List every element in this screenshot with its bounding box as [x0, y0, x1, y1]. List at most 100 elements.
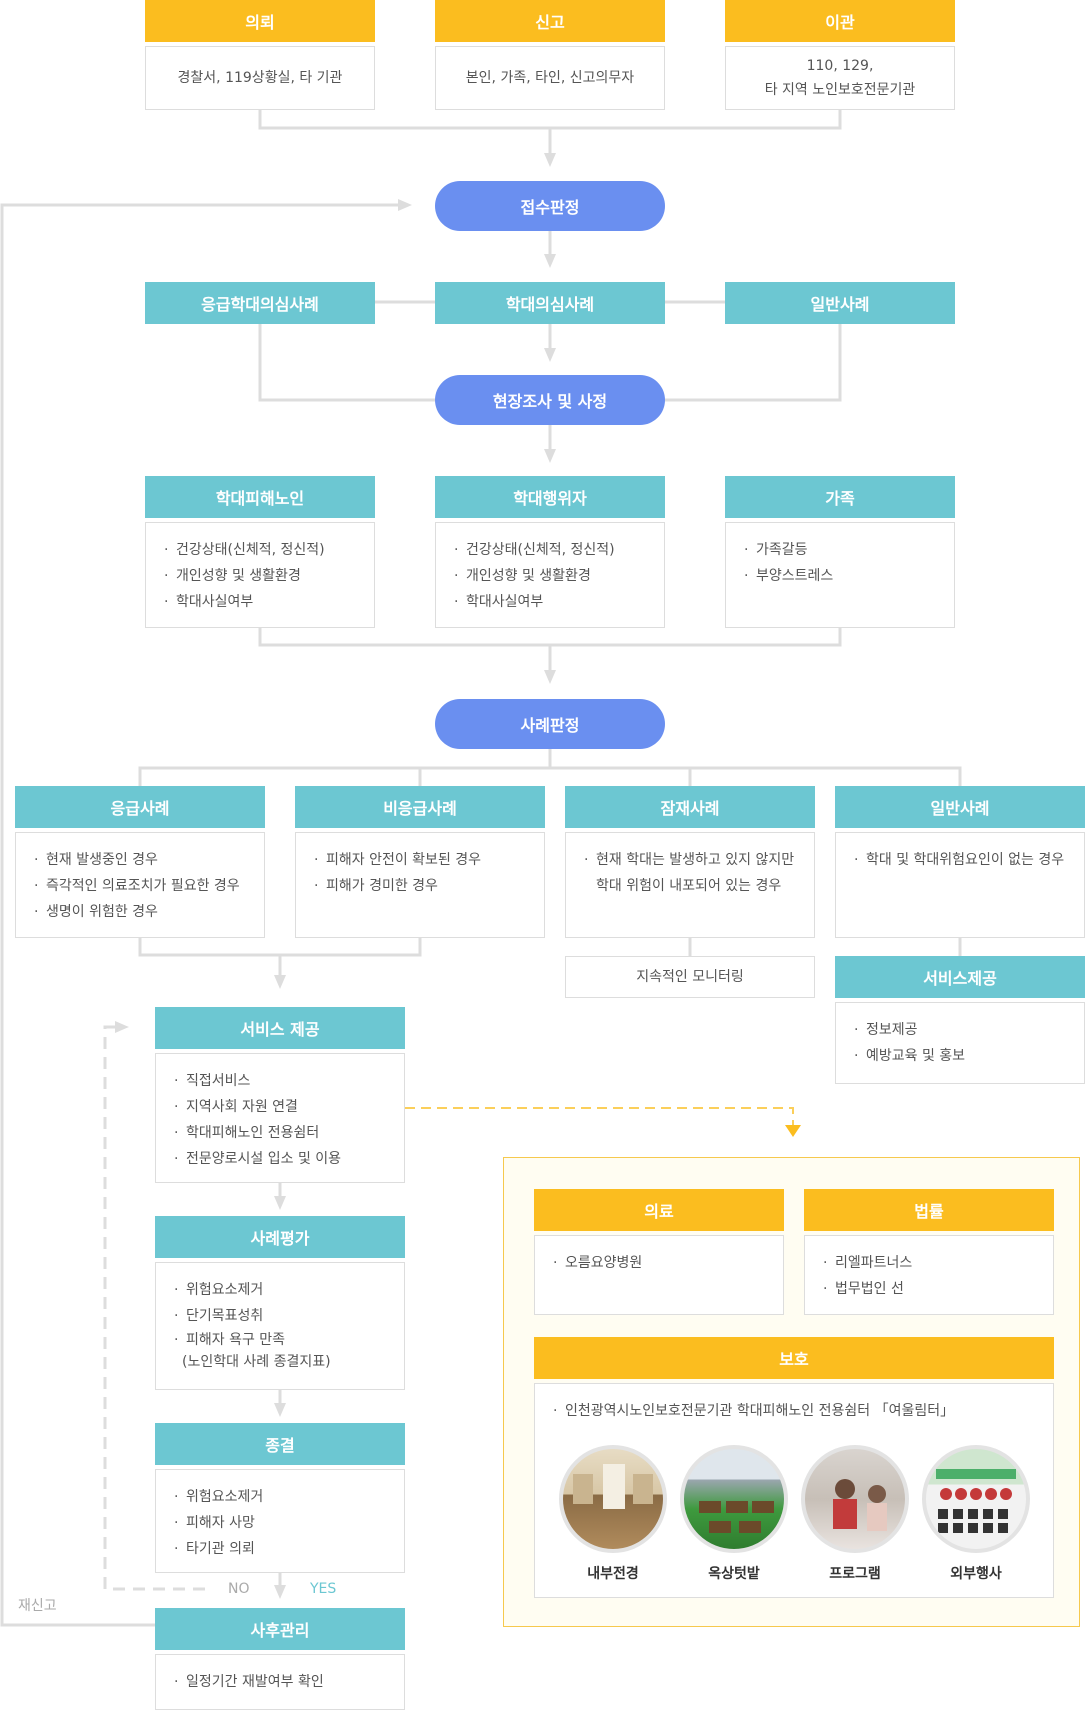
resource-legal-title: 법률 — [804, 1189, 1054, 1231]
interior-illustration — [573, 1464, 653, 1509]
list-item: 피해가 경미한 경우 — [314, 873, 544, 899]
list-item: 전문양로시설 입소 및 이용 — [174, 1146, 404, 1172]
closure-title: 종결 — [155, 1423, 405, 1465]
followup-body: 일정기간 재발여부 확인 — [155, 1654, 405, 1710]
evaluation-body: 위험요소제거 단기목표성취 피해자 욕구 만족 (노인학대 사례 종결지표) — [155, 1262, 405, 1390]
resource-medical-title: 의료 — [534, 1189, 784, 1231]
connector-sources — [258, 110, 842, 130]
case-latent-body: 현재 학대는 발생하고 있지 않지만 학대 위험이 내포되어 있는 경우 — [565, 832, 815, 938]
list-item: 위험요소제거 — [174, 1277, 404, 1303]
connector-cases-merge — [138, 936, 422, 957]
source-report-title: 신고 — [435, 0, 665, 42]
source-referral-body: 경찰서, 119상황실, 타 기관 — [145, 46, 375, 110]
source-transfer-line-2: 타 지역 노인보호전문기관 — [764, 82, 916, 98]
service-title: 서비스 제공 — [155, 1007, 405, 1049]
judgment-pill: 사례판정 — [435, 699, 665, 749]
list-item: 정보제공 — [854, 1017, 1084, 1043]
list-item: 학대 및 학대위험요인이 없는 경우 — [854, 847, 1084, 873]
list-item: 타기관 의뢰 — [174, 1536, 404, 1562]
list-item: 생명이 위험한 경우 — [34, 899, 264, 925]
connector-class-right — [664, 324, 842, 402]
resource-protection-title: 보호 — [534, 1337, 1054, 1379]
resource-legal-body: 리엘파트너스 법무법인 선 — [804, 1235, 1054, 1315]
list-item: 인천광역시노인보호전문기관 학대피해노인 전용쉼터 「여울림터」 — [553, 1398, 1053, 1424]
monitoring-box: 지속적인 모니터링 — [565, 956, 815, 998]
photo-label-program: 프로그램 — [829, 1566, 881, 1582]
list-item: 개인성향 및 생활환경 — [164, 563, 374, 589]
list-item: 오름요양병원 — [553, 1250, 783, 1276]
photo-label-interior: 내부전경 — [587, 1566, 639, 1582]
list-item: 리엘파트너스 — [823, 1250, 1053, 1276]
event-illustration — [936, 1469, 1016, 1533]
list-item: 일정기간 재발여부 확인 — [174, 1669, 404, 1695]
case-latent-title: 잠재사례 — [565, 786, 815, 828]
general-service-body: 정보제공 예방교육 및 홍보 — [835, 1002, 1085, 1084]
service-body: 직접서비스 지역사회 자원 연결 학대피해노인 전용쉼터 전문양로시설 입소 및… — [155, 1053, 405, 1183]
arrow-resources — [785, 1125, 801, 1137]
subject-family-body: 가족갈등 부양스트레스 — [725, 522, 955, 628]
case-non-emergency-title: 비응급사례 — [295, 786, 545, 828]
connector-judgment-branch — [138, 747, 962, 786]
list-item: 학대사실여부 — [164, 589, 374, 615]
closure-body: 위험요소제거 피해자 사망 타기관 의뢰 — [155, 1469, 405, 1573]
case-non-emergency-body: 피해자 안전이 확보된 경우 피해가 경미한 경우 — [295, 832, 545, 938]
photo-rooftop-garden — [680, 1445, 788, 1553]
photo-interior — [559, 1445, 667, 1553]
case-general-body: 학대 및 학대위험요인이 없는 경우 — [835, 832, 1085, 938]
source-report-body: 본인, 가족, 타인, 신고의무자 — [435, 46, 665, 110]
list-item: 학대피해노인 전용쉼터 — [174, 1120, 404, 1146]
list-item: 위험요소제거 — [174, 1484, 404, 1510]
investigation-pill: 현장조사 및 사정 — [435, 375, 665, 425]
source-referral-title: 의뢰 — [145, 0, 375, 42]
source-transfer-body: 110, 129, 타 지역 노인보호전문기관 — [725, 46, 955, 110]
decision-no-label: NO — [228, 1581, 250, 1597]
list-item: 법무법인 선 — [823, 1276, 1053, 1302]
list-item: 직접서비스 — [174, 1068, 404, 1094]
photo-program — [801, 1445, 909, 1553]
decision-yes-label: YES — [310, 1581, 337, 1597]
evaluation-note: (노인학대 사례 종결지표) — [182, 1354, 331, 1370]
list-item: 피해자 사망 — [174, 1510, 404, 1536]
subject-victim-body: 건강상태(신체적, 정신적) 개인성향 및 생활환경 학대사실여부 — [145, 522, 375, 628]
subject-family-title: 가족 — [725, 476, 955, 518]
subject-abuser-body: 건강상태(신체적, 정신적) 개인성향 및 생활환경 학대사실여부 — [435, 522, 665, 628]
garden-illustration — [699, 1501, 774, 1533]
case-general-title: 일반사례 — [835, 786, 1085, 828]
list-item: 피해자 안전이 확보된 경우 — [314, 847, 544, 873]
list-item: 부양스트레스 — [744, 563, 954, 589]
case-emergency-title: 응급사례 — [15, 786, 265, 828]
evaluation-title: 사례평가 — [155, 1216, 405, 1258]
subject-abuser-title: 학대행위자 — [435, 476, 665, 518]
reception-pill: 접수판정 — [435, 181, 665, 231]
list-item: 지역사회 자원 연결 — [174, 1094, 404, 1120]
list-item: 현재 발생중인 경우 — [34, 847, 264, 873]
connector-subjects-merge — [258, 627, 842, 647]
monitoring-text: 지속적인 모니터링 — [636, 969, 744, 985]
connector-class-left — [258, 324, 435, 402]
source-report-line: 본인, 가족, 타인, 신고의무자 — [465, 70, 635, 86]
program-illustration — [833, 1479, 887, 1531]
general-service-title: 서비스제공 — [835, 956, 1085, 998]
list-item: 즉각적인 의료조치가 필요한 경우 — [34, 873, 264, 899]
list-item: 건강상태(신체적, 정신적) — [164, 537, 374, 563]
list-item: 학대사실여부 — [454, 589, 664, 615]
list-item: 단기목표성취 — [174, 1303, 404, 1329]
rereport-label: 재신고 — [18, 1598, 57, 1614]
source-referral-line: 경찰서, 119상황실, 타 기관 — [177, 70, 343, 86]
photo-outside-event — [922, 1445, 1030, 1553]
list-item: 건강상태(신체적, 정신적) — [454, 537, 664, 563]
resource-medical-body: 오름요양병원 — [534, 1235, 784, 1315]
class-abuse-suspected: 학대의심사례 — [435, 282, 665, 324]
case-emergency-body: 현재 발생중인 경우 즉각적인 의료조치가 필요한 경우 생명이 위험한 경우 — [15, 832, 265, 938]
subject-victim-title: 학대피해노인 — [145, 476, 375, 518]
source-transfer-title: 이관 — [725, 0, 955, 42]
connector-service-resources — [405, 1107, 794, 1125]
class-emergency-suspected: 응급학대의심사례 — [145, 282, 375, 324]
followup-title: 사후관리 — [155, 1608, 405, 1650]
class-general: 일반사례 — [725, 282, 955, 324]
list-item: 가족갈등 — [744, 537, 954, 563]
list-item-continuation: 학대 위험이 내포되어 있는 경우 — [596, 878, 782, 894]
list-item: 예방교육 및 홍보 — [854, 1043, 1084, 1069]
photo-label-garden: 옥상텃밭 — [708, 1566, 760, 1582]
source-transfer-line-1: 110, 129, — [806, 58, 874, 74]
